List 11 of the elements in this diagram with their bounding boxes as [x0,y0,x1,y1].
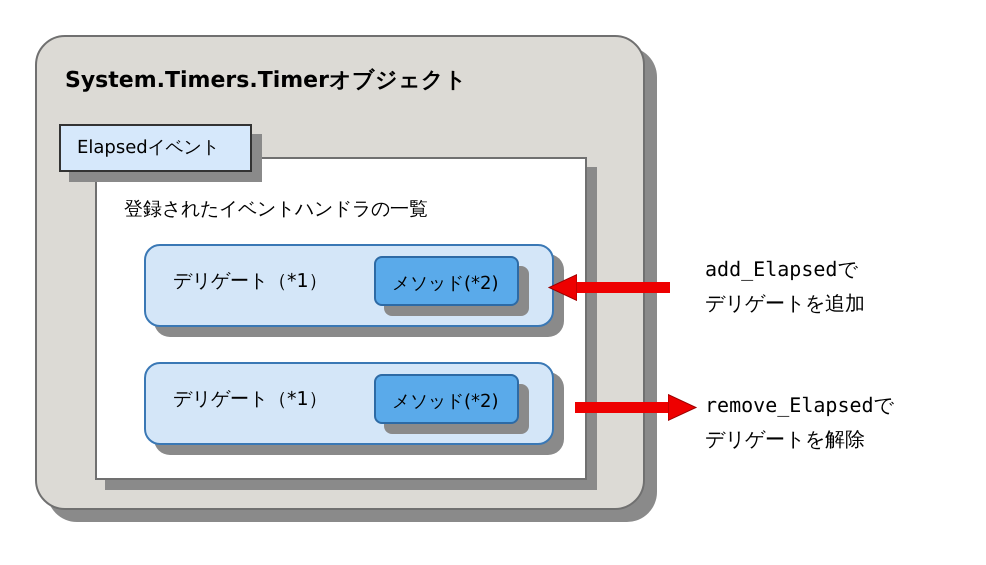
box-label: デリゲート（*1） [173,269,328,294]
operation-note: remove_Elapsedでデリゲートを解除 [705,392,895,453]
box-label: Elapsedイベント [77,136,220,159]
box-label: デリゲート（*1） [173,387,328,412]
box-label: メソッド(*2) [392,390,498,413]
arrow [575,394,696,421]
operation-note: add_Elapsedでデリゲートを追加 [705,256,866,317]
box-label: メソッド(*2) [392,272,498,295]
heading: 登録されたイベントハンドラの一覧 [124,197,428,222]
heading: System.Timers.Timerオブジェクト [65,67,467,95]
arrow [548,274,670,301]
